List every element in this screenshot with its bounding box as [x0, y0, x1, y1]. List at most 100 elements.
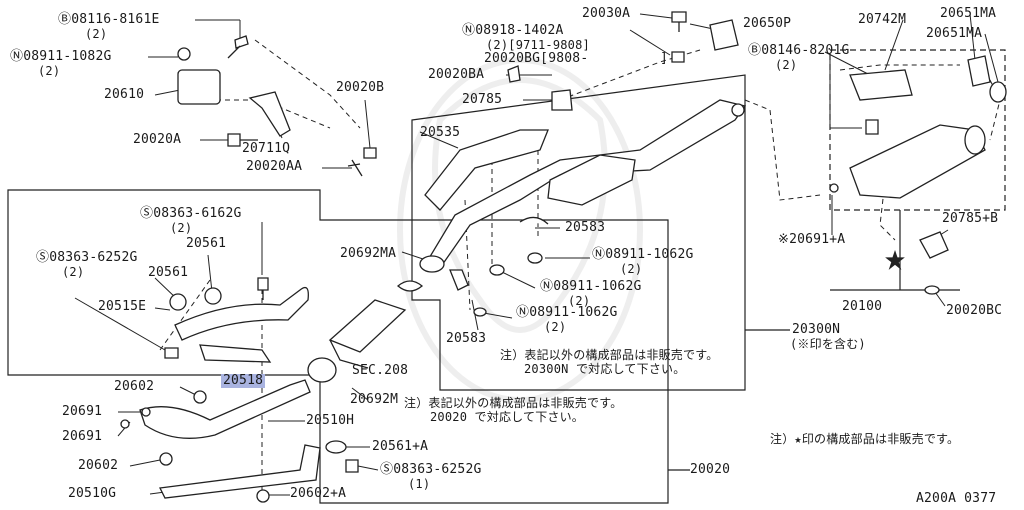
label-20020bg[interactable]: 20020BG[9808-	[484, 51, 589, 66]
part-20602-gasket-b	[159, 452, 173, 466]
label-08911-1062g-c[interactable]: Ⓝ08911-1062G	[516, 305, 618, 320]
note-20300n-line1: 注）表記以外の構成部品は非販売です。	[500, 348, 719, 362]
label-08146-8201g[interactable]: Ⓑ08146-8201G	[748, 43, 850, 58]
label-20515e[interactable]: 20515E	[98, 299, 147, 314]
label-20100[interactable]: 20100	[842, 299, 883, 314]
part-20583-hanger-b	[449, 269, 469, 291]
part-08911c-nut	[489, 264, 505, 276]
part-20561-gasket-b	[204, 287, 222, 305]
box-20100	[829, 49, 1006, 211]
label-08363-6252g-b-qty: (1)	[408, 477, 431, 491]
label-20651ma-b[interactable]: 20651MA	[926, 26, 983, 41]
part-20651ma-hanger-a	[967, 55, 991, 87]
label-08911-1062g-b[interactable]: Ⓝ08911-1062G	[540, 279, 642, 294]
label-20650p[interactable]: 20650P	[743, 16, 792, 31]
label-20020[interactable]: 20020	[690, 462, 731, 477]
group-boxes	[7, 49, 1006, 504]
label-08363-6162g[interactable]: Ⓢ08363-6162G	[140, 206, 242, 221]
label-20785-b[interactable]: 20785+B	[942, 211, 999, 226]
label-08363-6252g-b[interactable]: Ⓢ08363-6252G	[380, 462, 482, 477]
label-20711q[interactable]: 20711Q	[242, 141, 291, 156]
label-08116-8161e[interactable]: Ⓑ08116-8161E	[58, 12, 160, 27]
star-marker	[885, 249, 905, 270]
label-20020b[interactable]: 20020B	[336, 80, 385, 95]
part-20785b-mount	[919, 231, 949, 259]
part-08911d-nut	[473, 307, 487, 317]
part-08116-bolt	[227, 35, 249, 59]
label-20742m[interactable]: 20742M	[858, 12, 907, 27]
label-20510h[interactable]: 20510H	[306, 413, 355, 428]
label-20583-b[interactable]: 20583	[446, 331, 487, 346]
part-20692m-gasket	[307, 357, 337, 383]
label-08911-1062g-c-qty: (2)	[544, 320, 567, 334]
label-sec208[interactable]: SEC.208	[352, 363, 409, 378]
part-08363c-bolt	[345, 459, 359, 473]
label-20692m[interactable]: 20692M	[350, 392, 399, 407]
part-08363-6252g-bolt	[164, 347, 179, 359]
label-20020a[interactable]: 20020A	[133, 132, 182, 147]
part-20602-gasket-a	[193, 390, 207, 404]
part-08918-nut	[671, 51, 685, 63]
label-20651ma-a[interactable]: 20651MA	[940, 6, 997, 21]
part-20691a-seal	[829, 183, 839, 193]
part-center-muffler	[547, 154, 636, 206]
label-20020ba[interactable]: 20020BA	[428, 67, 485, 82]
part-shapes	[120, 11, 1007, 503]
part-flange-front	[419, 255, 445, 273]
label-20030a[interactable]: 20030A	[582, 6, 631, 21]
label-20602-b[interactable]: 20602	[78, 458, 119, 473]
label-20602-a-plus[interactable]: 20602+A	[290, 486, 347, 501]
part-20651ma-hanger-b	[989, 81, 1007, 103]
label-20518-selected[interactable]: 20518	[221, 373, 266, 388]
part-20650p-hanger	[709, 19, 739, 51]
label-20561-a-plus[interactable]: 20561+A	[372, 439, 429, 454]
label-08363-6252g-qty: (2)	[62, 265, 85, 279]
label-20692ma[interactable]: 20692MA	[340, 246, 397, 261]
part-20691-seal-b	[120, 419, 130, 429]
label-20020bc[interactable]: 20020BC	[946, 303, 1003, 318]
label-20785[interactable]: 20785	[462, 92, 503, 107]
part-20020-main-pipe	[139, 379, 311, 439]
part-20692ma-gasket	[396, 280, 424, 292]
label-20300n-note: (※印を含む)	[790, 337, 866, 351]
part-20561-gasket-a	[169, 293, 187, 311]
part-20518-heat-shield	[199, 344, 272, 363]
label-20691-a[interactable]: 20691	[62, 404, 103, 419]
label-20020bg-end: ]	[660, 51, 669, 66]
note-20020-line1: 注）表記以外の構成部品は非販売です。	[404, 396, 623, 410]
label-08363-6162g-qty: (2)	[170, 221, 193, 235]
box-20300n	[411, 74, 746, 391]
part-20100-tailpipe	[964, 125, 986, 155]
label-20610[interactable]: 20610	[104, 87, 145, 102]
part-08911b-nut	[527, 252, 543, 264]
label-08911-1082g[interactable]: Ⓝ08911-1082G	[10, 49, 112, 64]
part-rear-flange	[731, 103, 745, 117]
label-08911-1082g-qty: (2)	[38, 64, 61, 78]
label-20300n[interactable]: 20300N	[792, 322, 841, 337]
label-20691-b[interactable]: 20691	[62, 429, 103, 444]
part-20515e-front-pipe	[174, 286, 309, 341]
part-20711q-bracket	[248, 91, 291, 137]
label-20583-a[interactable]: 20583	[565, 220, 606, 235]
label-08911-1062g-a[interactable]: Ⓝ08911-1062G	[592, 247, 694, 262]
part-08146-bolt	[865, 119, 879, 135]
label-20602-a[interactable]: 20602	[114, 379, 155, 394]
label-20561-a[interactable]: 20561	[186, 236, 227, 251]
part-20583-hanger-a	[519, 216, 549, 225]
label-20535[interactable]: 20535	[420, 125, 461, 140]
note-star: 注）★印の構成部品は非販売です。	[770, 432, 960, 446]
label-08363-6252g[interactable]: Ⓢ08363-6252G	[36, 250, 138, 265]
label-20020aa[interactable]: 20020AA	[246, 159, 303, 174]
label-20510g[interactable]: 20510G	[68, 486, 117, 501]
label-20561-b[interactable]: 20561	[148, 265, 189, 280]
label-20691-a-star[interactable]: ※20691+A	[778, 232, 846, 247]
part-20602a-gasket	[256, 489, 270, 503]
label-08146-8201g-qty: (2)	[775, 58, 798, 72]
part-08911-1082g-washer	[177, 47, 191, 61]
label-08911-1062g-b-qty: (2)	[568, 294, 591, 308]
label-08918-1402a[interactable]: Ⓝ08918-1402A	[462, 23, 564, 38]
part-20020ba-gasket	[507, 65, 521, 83]
label-08918-1402a-qty: (2)[9711-9808]	[486, 38, 590, 52]
